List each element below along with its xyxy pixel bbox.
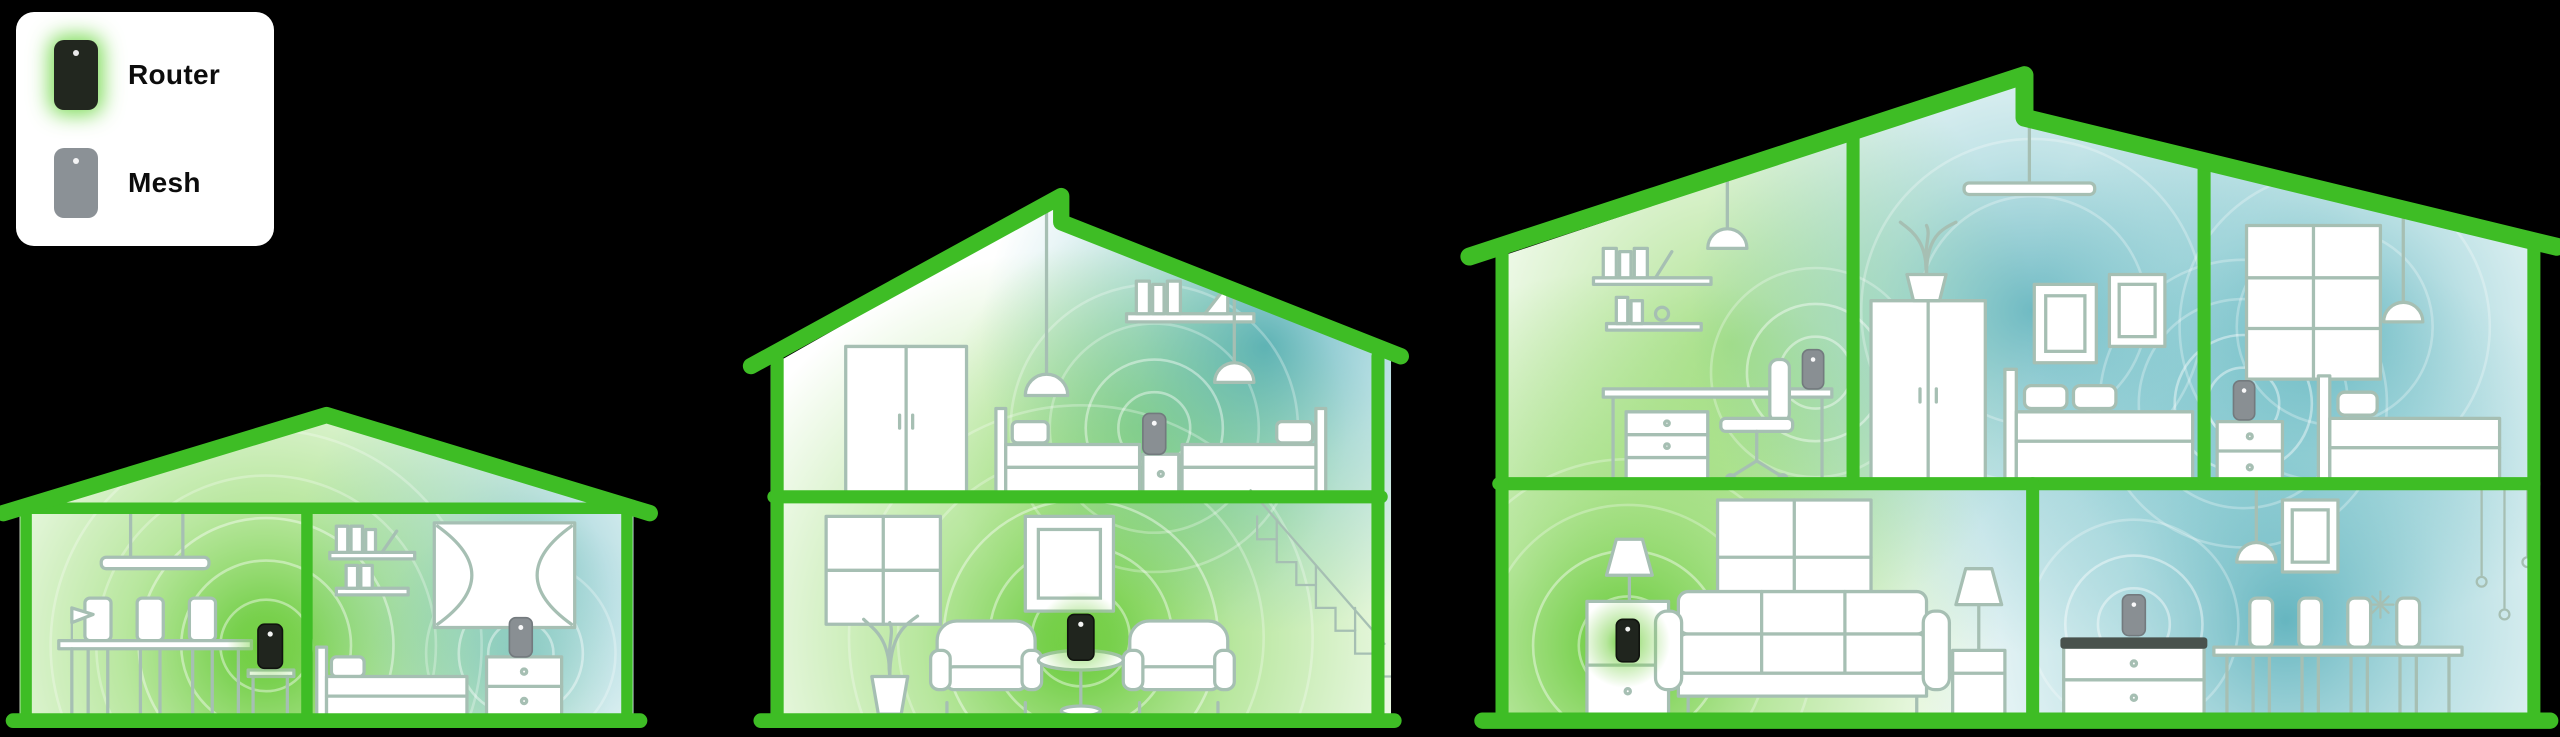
table-flag (70, 606, 95, 625)
legend-item-router: Router (54, 40, 274, 110)
side-table-lamp (1951, 567, 2007, 716)
picture-frames (2032, 272, 2167, 365)
armchair-left (928, 619, 1044, 716)
dining-chairs (2248, 596, 2422, 716)
nightstand (1141, 452, 1181, 496)
dresser (484, 655, 564, 718)
router-device-icon (1066, 613, 1095, 662)
roof (1460, 66, 2560, 266)
router-led-dot (73, 50, 79, 56)
desk (1601, 387, 1834, 483)
house-small (0, 406, 658, 729)
pendant-lamp (2382, 210, 2425, 324)
six-pane-window (2244, 223, 2383, 381)
wardrobe (1869, 299, 1987, 484)
wardrobe (844, 344, 969, 496)
house-medium-furniture (824, 207, 1392, 716)
window-with-curtains (432, 521, 577, 630)
mesh-device-icon (54, 148, 98, 218)
legend-card: Router Mesh (16, 12, 274, 246)
mesh-led-dot (73, 158, 79, 164)
house-medium-structure (742, 187, 1409, 729)
double-bed (2003, 367, 2195, 484)
legend-label-router: Router (128, 59, 221, 90)
mesh-device-icon (508, 616, 534, 658)
dining-chairs (83, 596, 218, 716)
legend-item-mesh: Mesh (54, 148, 274, 218)
house-medium (742, 187, 1409, 729)
house-large-structure (1460, 66, 2560, 729)
mesh-device-icon (2121, 594, 2147, 637)
media-console (2060, 637, 2208, 716)
house-small-furniture (57, 508, 577, 718)
pendant-lamp (2235, 483, 2278, 564)
mesh-device-icon (2232, 379, 2256, 421)
wall-shelves (1591, 246, 1713, 332)
house-large-devices (1578, 348, 2256, 688)
potted-plant (862, 614, 920, 716)
ceiling-lamp (1962, 122, 2097, 197)
staircase (1249, 489, 1392, 678)
legend-label-mesh: Mesh (128, 167, 201, 198)
roof (742, 187, 1409, 375)
wall-shelves (328, 524, 417, 597)
house-small-structure (0, 406, 658, 729)
nightstand (2215, 419, 2285, 484)
pendant-bar-lamp (99, 508, 211, 571)
roof (0, 406, 658, 522)
bed (2316, 374, 2502, 484)
dining-table (2212, 645, 2464, 716)
bed (315, 645, 469, 718)
four-pane-window (824, 514, 943, 626)
sofa (1653, 589, 1952, 716)
router-device-icon (1615, 618, 1640, 663)
plant-on-wardrobe (1898, 220, 1958, 303)
house-medium-devices (1035, 412, 1167, 684)
pendant-lamp (1706, 171, 1749, 251)
bed-right (1180, 406, 1328, 496)
armchair-right (1121, 619, 1236, 716)
bed-left (994, 406, 1142, 496)
router-device-icon (257, 623, 284, 670)
mesh-device-icon (1142, 412, 1167, 456)
pendant-lamp-left (1023, 207, 1070, 398)
picture-frame (2280, 498, 2340, 574)
house-small-devices (226, 603, 534, 688)
router-device-icon (54, 40, 98, 110)
pendant-lamp-right (1213, 292, 1256, 385)
house-large (1460, 66, 2560, 729)
mesh-device-icon (1801, 348, 1825, 390)
house-large-furniture (1585, 122, 2534, 716)
house-small-signal-coverage (19, 418, 634, 718)
